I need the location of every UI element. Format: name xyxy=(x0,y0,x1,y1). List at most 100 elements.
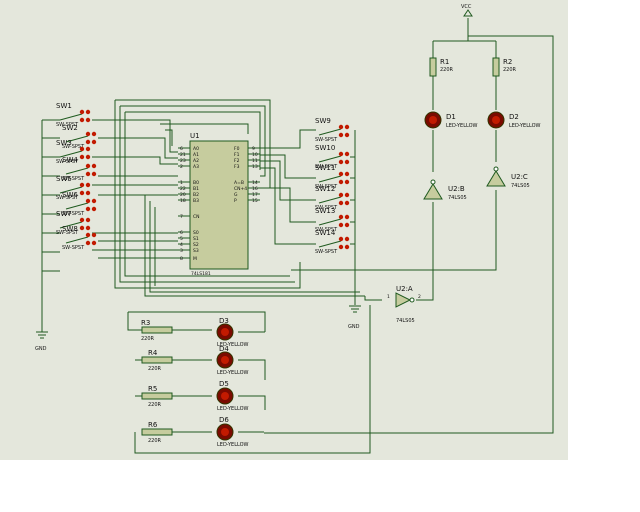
switch-type: SW-SPST xyxy=(62,211,85,217)
gnd-mid-label: GND xyxy=(348,324,360,330)
resistor-r6[interactable]: R6 220R xyxy=(141,421,173,444)
u1-pin-label: CN xyxy=(193,214,200,220)
r6-value: 220R xyxy=(148,438,162,444)
d2-label: D2 xyxy=(509,113,519,121)
u1-pin-label: 16 xyxy=(252,186,258,192)
resistor-r5[interactable]: R5 220R xyxy=(141,385,173,408)
d6-type: LED-YELLOW xyxy=(217,442,249,448)
u1-pin-label: 10 xyxy=(252,152,258,158)
switch-contact xyxy=(85,225,91,231)
switch-contact xyxy=(79,182,85,188)
d5-type: LED-YELLOW xyxy=(217,406,249,412)
schematic-svg: VCC GND GND U1 74LS181 A0A1A2A3B0B1B2B3C… xyxy=(35,4,554,454)
u1-pin-label: B0 xyxy=(193,180,199,186)
switch-contact xyxy=(344,192,350,198)
wires xyxy=(41,18,554,454)
wire-sw2-a1 xyxy=(98,137,178,159)
u1-pin-label: F0 xyxy=(234,146,240,152)
u1-pin-label: S1 xyxy=(193,236,199,242)
switch-lever xyxy=(318,155,342,163)
led-d1[interactable]: D1 LED-YELLOW xyxy=(424,111,478,129)
led-d6[interactable]: D6 LED-YELLOW xyxy=(216,416,249,448)
switch-contact xyxy=(344,151,350,157)
switch-contact xyxy=(338,159,344,165)
switch-contact xyxy=(344,236,350,242)
switch-type: SW-SPST xyxy=(62,144,85,150)
switches: SW1SW-SPSTSW2SW-SPSTSW3SW-SPSTSW4SW-SPST… xyxy=(56,102,350,255)
switch-contact xyxy=(91,163,97,169)
switch-type: SW-SPST xyxy=(315,227,338,233)
switch-name: SW13 xyxy=(315,207,335,215)
d3-label: D3 xyxy=(219,317,229,325)
d4-label: D4 xyxy=(219,345,229,353)
u1-pin-label: S2 xyxy=(193,242,199,248)
wire-sw-left-stubs xyxy=(42,119,60,272)
r2-value: 220R xyxy=(503,67,517,73)
switch-contact xyxy=(85,190,91,196)
d6-label: D6 xyxy=(219,416,229,424)
led-d3[interactable]: D3 LED-YELLOW xyxy=(216,317,249,348)
u1-pin-label: 11 xyxy=(252,158,258,164)
u1-pin-label: 1 xyxy=(180,180,183,186)
switch-contact xyxy=(338,171,344,177)
switch-lever xyxy=(318,218,342,226)
switch-contact xyxy=(85,163,91,169)
resistor-r3[interactable]: R3 220R xyxy=(141,319,173,342)
inverter-u2b[interactable]: U2:B 74LS05 xyxy=(423,179,467,201)
led-d2[interactable]: D2 LED-YELLOW xyxy=(487,111,541,129)
resistor-r4[interactable]: R4 220R xyxy=(141,349,173,372)
r5-value: 220R xyxy=(148,402,162,408)
wire-r4 xyxy=(135,331,266,380)
resistor-r2[interactable]: R2 220R xyxy=(492,57,517,77)
wire-ua-in xyxy=(364,296,382,301)
r4-value: 220R xyxy=(148,366,162,372)
wire-sw-s xyxy=(92,232,178,259)
switch-type: SW-SPST xyxy=(315,249,338,255)
switch-contact xyxy=(344,244,350,250)
r1-label: R1 xyxy=(440,58,449,66)
switch-contact xyxy=(344,171,350,177)
switch-contact xyxy=(85,117,91,123)
u1-pin-label: 4 xyxy=(180,242,183,248)
wire-r3 xyxy=(127,311,266,332)
resistor-r1[interactable]: R1 220R xyxy=(429,57,454,77)
switch-name: SW9 xyxy=(315,117,331,125)
switch-contact xyxy=(91,232,97,238)
wire-vcc-right xyxy=(264,18,554,434)
switch-contact xyxy=(338,151,344,157)
wire-inv-right xyxy=(291,190,497,301)
switch-type: SW-SPST xyxy=(315,164,338,170)
switch-type: SW-SPST xyxy=(56,159,79,165)
switch-contact xyxy=(79,117,85,123)
u1-pin-label: 2 xyxy=(180,164,183,170)
led-d5[interactable]: D5 LED-YELLOW xyxy=(216,380,249,412)
switch-contact xyxy=(344,222,350,228)
led-d4[interactable]: D4 LED-YELLOW xyxy=(216,345,249,376)
switch-contact xyxy=(338,244,344,250)
u1-type: 74LS181 xyxy=(191,271,211,277)
switch-contact xyxy=(79,190,85,196)
inverter-u2a[interactable]: U2:A 74LS05 1 2 xyxy=(387,285,421,324)
switch-contact xyxy=(344,200,350,206)
u1-chip[interactable]: U1 74LS181 A0A1A2A3B0B1B2B3CNS0S1S2S3M62… xyxy=(178,132,260,277)
u2a-type: 74LS05 xyxy=(396,318,415,324)
inverter-u2c[interactable]: U2:C 74LS05 xyxy=(486,166,530,189)
switch-type: SW-SPST xyxy=(315,205,338,211)
u1-pin-label: G xyxy=(234,192,238,198)
wire-loop-4 xyxy=(160,123,249,146)
wire-cn4 xyxy=(260,187,316,223)
